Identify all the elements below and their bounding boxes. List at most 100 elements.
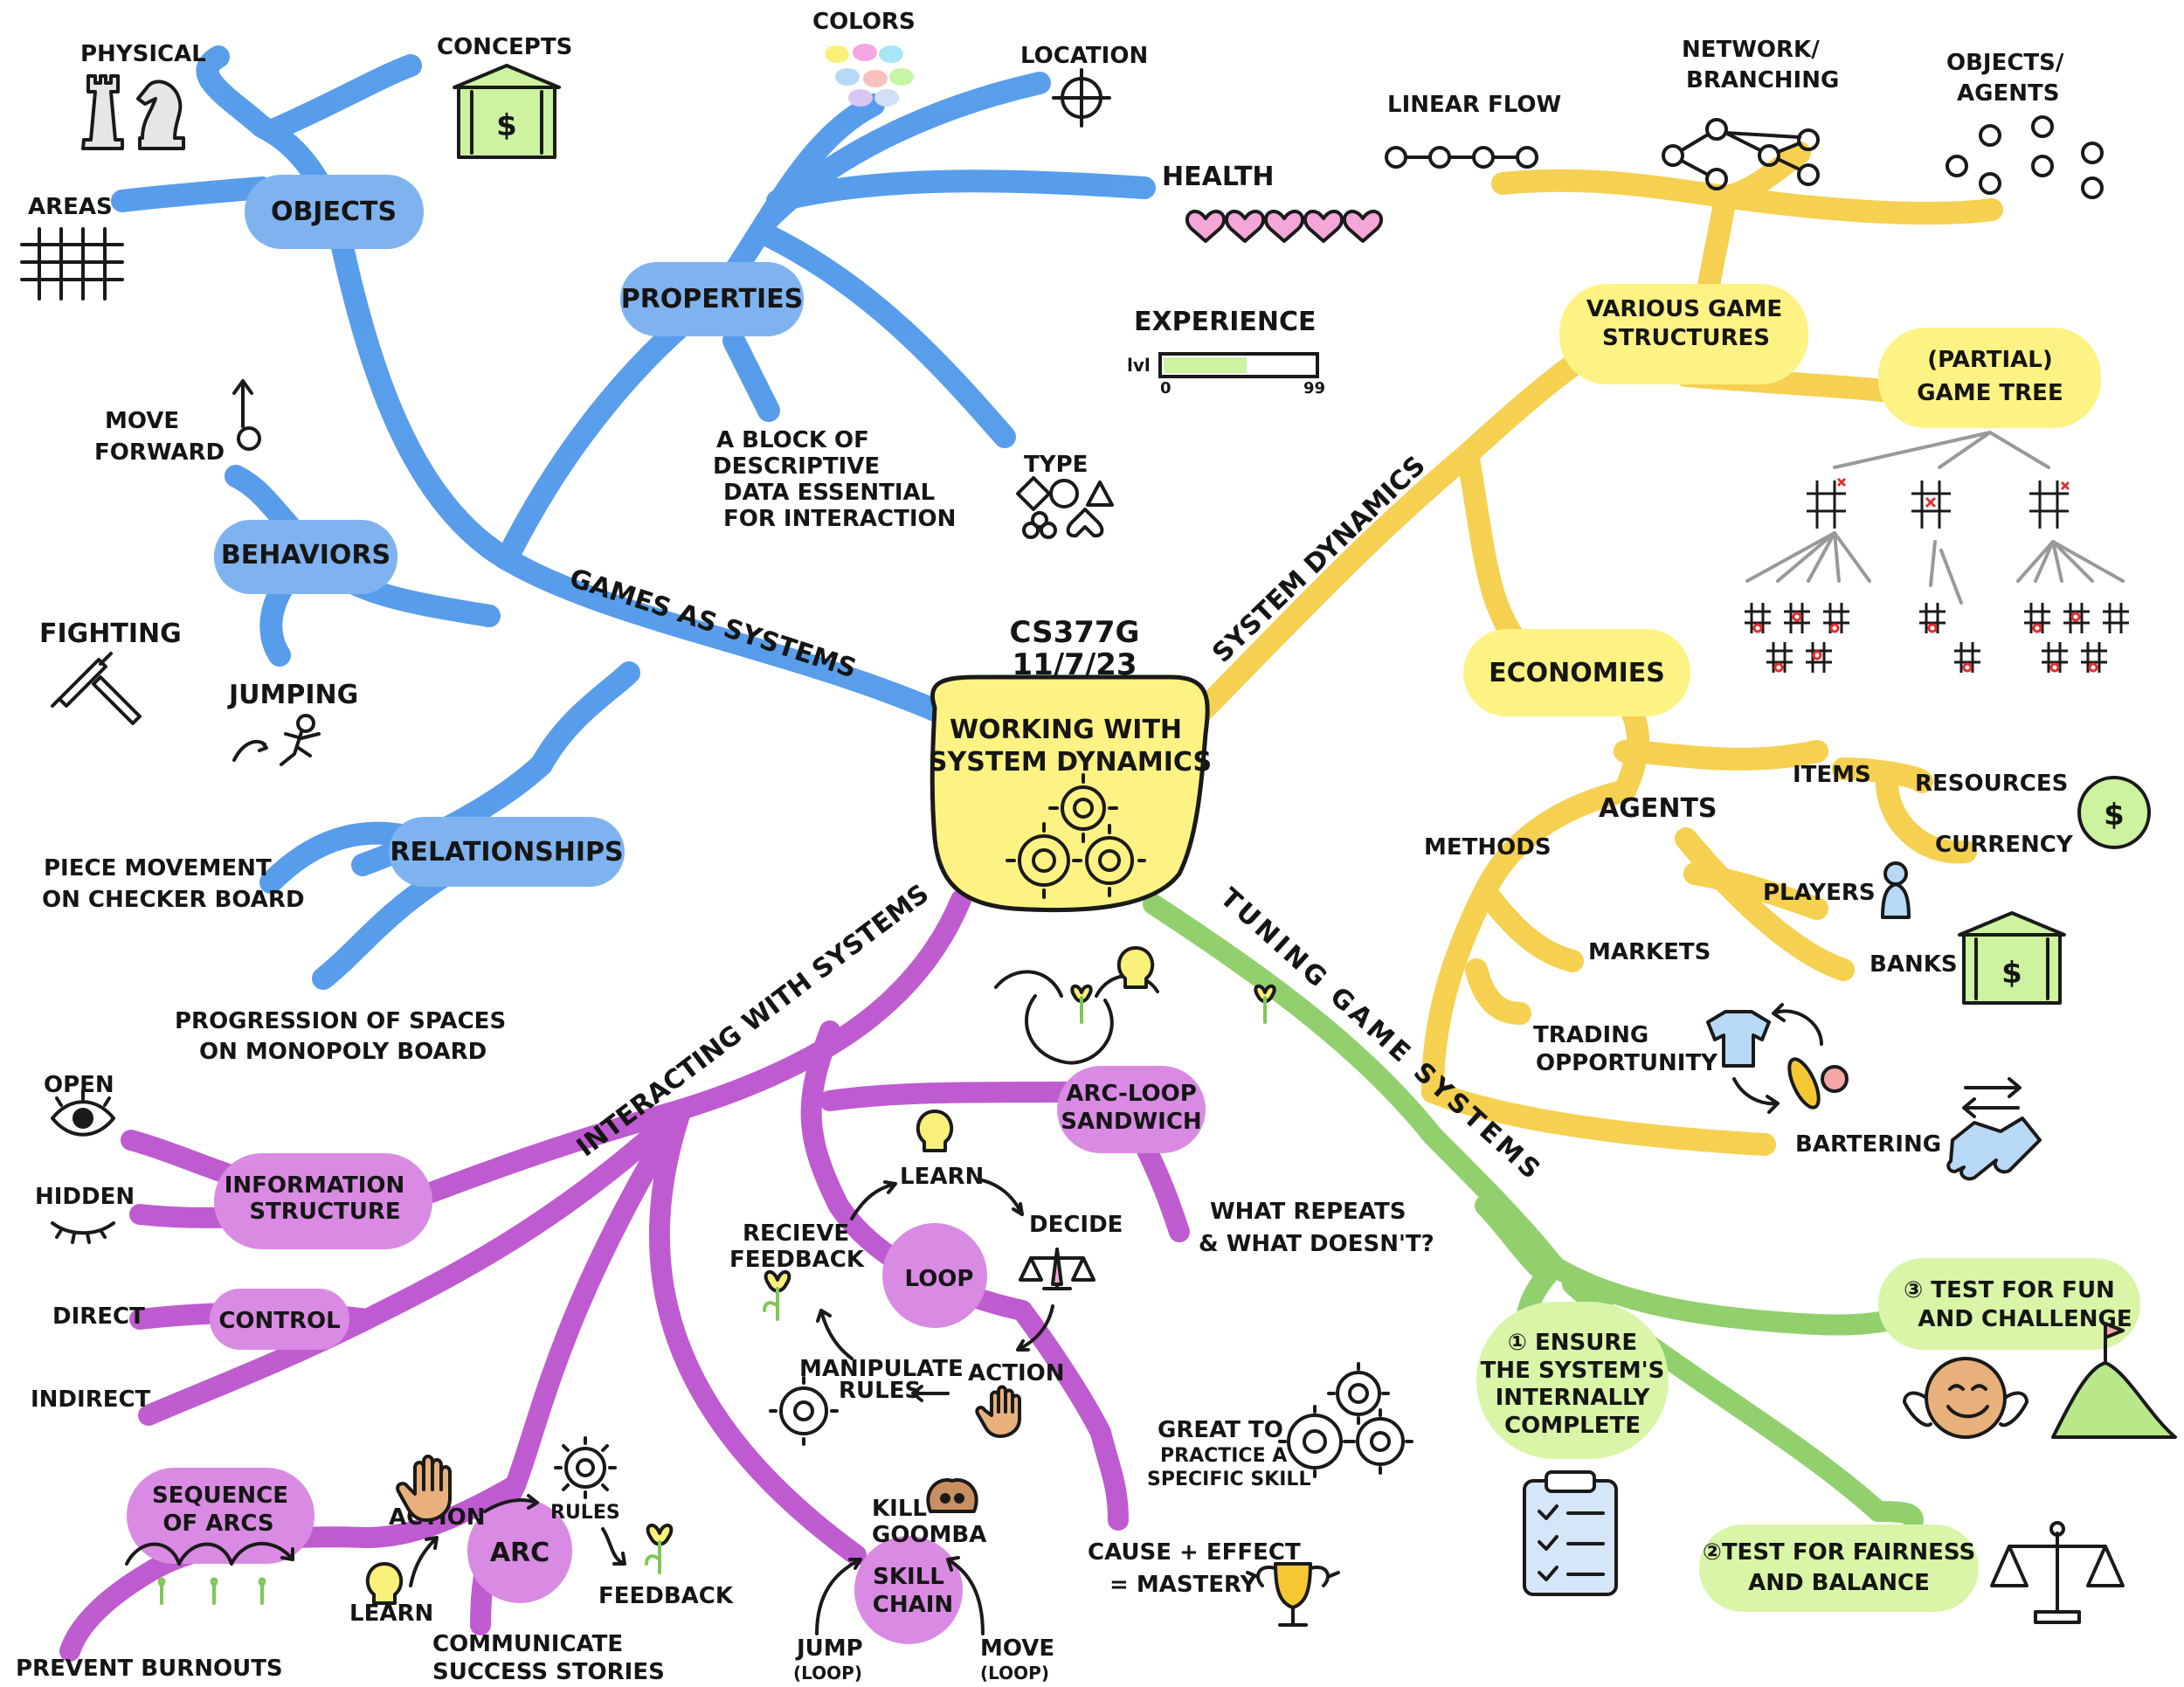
cause-line-1: CAUSE + EFFECT — [1088, 1539, 1301, 1566]
markets-label: MARKETS — [1588, 939, 1711, 965]
node-relationships[interactable] — [389, 817, 625, 887]
objects-label: OBJECTS — [271, 197, 397, 227]
great-line-1: GREAT TO — [1158, 1417, 1283, 1443]
branch-title-dynamics: SYSTEM DYNAMICS — [1206, 450, 1431, 668]
resources-label: RESOURCES — [1915, 771, 2068, 797]
prevent-label: PREVENT BURNOUTS — [16, 1656, 283, 1682]
crosshair-icon — [1052, 68, 1111, 128]
players-label: PLAYERS — [1763, 880, 1876, 906]
type-label: TYPE — [1024, 452, 1088, 478]
hand-icon — [396, 1455, 452, 1522]
methods-label: METHODS — [1424, 834, 1552, 861]
tree-label-2: GAME TREE — [1917, 380, 2063, 406]
chess-pieces-icon — [81, 74, 185, 150]
node-partial-game-tree[interactable] — [1878, 328, 2101, 428]
fighting-label: FIGHTING — [39, 619, 182, 649]
node-test-fairness[interactable] — [1699, 1525, 1979, 1612]
physical-label: PHYSICAL — [80, 41, 206, 67]
arc-arrows — [409, 1494, 626, 1587]
areas-label: AREAS — [28, 194, 113, 220]
linear-flow-label: LINEAR FLOW — [1387, 92, 1561, 118]
node-various-game-structures[interactable] — [1559, 284, 1808, 384]
node-control[interactable] — [210, 1289, 349, 1350]
node-test-fun[interactable] — [1878, 1258, 2140, 1350]
balance-scale-icon — [1990, 1521, 2125, 1624]
arcloop-diagram-icon — [994, 946, 1276, 1065]
loop-arrows — [816, 1178, 1054, 1402]
bank-building-icon[interactable] — [453, 64, 561, 159]
practice-gears-icon — [1278, 1362, 1413, 1478]
arcloop-line-1: ARC-LOOP — [1066, 1081, 1197, 1107]
loop-decide-label: DECIDE — [1029, 1212, 1123, 1238]
agents-label: AGENTS — [1599, 793, 1717, 824]
node-arc[interactable] — [467, 1498, 572, 1603]
node-arc-loop-sandwich[interactable] — [1057, 1066, 1206, 1153]
behaviors-label: BEHAVIORS — [221, 540, 390, 570]
skill-chain-arrows — [815, 1556, 985, 1635]
loop-manip-1: MANIPULATE — [799, 1356, 964, 1382]
fun-line-1: ③ TEST FOR FUN — [1904, 1277, 2115, 1303]
fairness-line-1: ②TEST FOR FAIRNESS — [1703, 1539, 1975, 1566]
prog-line-1: PROGRESSION OF SPACES — [175, 1008, 506, 1034]
control-label: CONTROL — [218, 1308, 340, 1334]
fairness-line-2: AND BALANCE — [1748, 1570, 1930, 1596]
grid-icon — [20, 227, 124, 301]
skill-line-2: CHAIN — [873, 1592, 953, 1618]
node-properties[interactable] — [620, 262, 804, 336]
loop-recieve-1: RECIEVE — [743, 1220, 849, 1247]
location-label: LOCATION — [1020, 43, 1148, 69]
block-line-4: FOR INTERACTION — [723, 506, 956, 532]
linear-flow-icon — [1385, 146, 1538, 169]
loop-label: LOOP — [905, 1266, 974, 1292]
repeats-line-1: WHAT REPEATS — [1210, 1199, 1406, 1225]
xp-min-label: 0 — [1160, 379, 1171, 398]
prog-line-2: ON MONOPOLY BOARD — [199, 1039, 487, 1065]
lightbulb-icon — [365, 1562, 404, 1605]
ensure-line-1: ① ENSURE — [1508, 1330, 1637, 1356]
center-date: 11/7/23 — [1012, 647, 1137, 682]
block-line-3: DATA ESSENTIAL — [723, 480, 935, 506]
objects-agents-label-1: OBJECTS/ — [1946, 50, 2064, 76]
center-title-1: WORKING WITH — [950, 715, 1182, 745]
node-objects[interactable] — [245, 175, 424, 249]
colors-label: COLORS — [812, 9, 916, 35]
node-ensure-complete[interactable] — [1476, 1302, 1669, 1459]
arc-flower-icon — [645, 1524, 674, 1574]
jump-line-1: JUMP — [795, 1635, 863, 1662]
loop-flower-icon — [763, 1270, 791, 1321]
center-course: CS377G — [1010, 615, 1140, 650]
economies-label: ECONOMIES — [1489, 658, 1665, 688]
info-line-1: INFORMATION — [225, 1172, 405, 1199]
xp-lvl-label: lvl — [1127, 355, 1151, 376]
node-loop[interactable] — [882, 1223, 987, 1328]
trading-label-1: TRADING — [1533, 1022, 1648, 1048]
trophy-icon — [1246, 1562, 1340, 1627]
move-label-2: FORWARD — [94, 439, 225, 466]
handshake-icon — [1946, 1077, 2042, 1181]
game-tree-icon — [1745, 431, 2129, 673]
great-line-2: PRACTICE A — [1160, 1445, 1287, 1467]
network-icon — [1662, 118, 1820, 190]
block-line-2: DESCRIPTIVE — [713, 453, 880, 480]
indirect-label: INDIRECT — [31, 1386, 151, 1413]
jumping-label: JUMPING — [227, 680, 358, 710]
node-sequence-of-arcs[interactable] — [127, 1468, 314, 1564]
goomba-icon — [926, 1478, 978, 1513]
piece-line-1: PIECE MOVEMENT — [44, 855, 272, 882]
swords-icon — [51, 652, 142, 725]
center-node[interactable]: CS377G 11/7/23 WORKING WITH SYSTEM DYNAM… — [929, 615, 1212, 913]
decide-scale-icon — [1019, 1248, 1095, 1290]
node-economies[interactable] — [1463, 629, 1690, 716]
node-information-structure[interactable] — [214, 1153, 432, 1249]
jump-line-2: (LOOP) — [793, 1663, 862, 1684]
move-forward-icon — [232, 379, 261, 451]
open-eye-icon — [51, 1089, 115, 1137]
sequence-line-2: OF ARCS — [162, 1511, 273, 1537]
node-behaviors[interactable] — [214, 520, 397, 594]
move-label-1: MOVE — [105, 408, 179, 434]
node-skill-chain[interactable] — [854, 1536, 963, 1644]
fun-line-2: AND CHALLENGE — [1918, 1306, 2132, 1332]
node-pills — [127, 175, 2140, 1644]
